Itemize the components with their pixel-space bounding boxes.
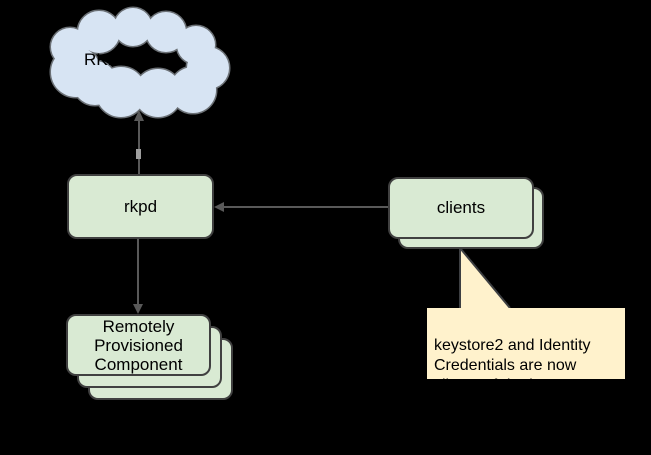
rpc-node: Remotely Provisioned Component — [66, 314, 211, 376]
rpc-label: Remotely Provisioned Component — [94, 316, 183, 374]
callout-text: keystore2 and Identity Credentials are n… — [434, 337, 591, 394]
edge-label-tick — [136, 149, 141, 159]
connector-lines — [137, 119, 389, 306]
edge-rkpd-to-cloud-arrowhead — [134, 110, 144, 121]
edge-clients-to-rkpd-arrowhead — [214, 202, 224, 212]
clients-node: clients — [388, 177, 534, 239]
connector-arrowheads — [133, 110, 224, 314]
rkpd-node: rkpd — [67, 174, 214, 239]
cloud-shape-fill — [51, 8, 229, 117]
rkp-service-label: RKP Service — [83, 50, 181, 69]
edge-rkpd-to-rpc-arrowhead — [133, 304, 143, 314]
callout: keystore2 and Identity Credentials are n… — [427, 308, 625, 394]
callout-tail — [459, 245, 511, 309]
rkpd-label: rkpd — [123, 196, 158, 216]
clients-label: clients — [436, 198, 486, 217]
